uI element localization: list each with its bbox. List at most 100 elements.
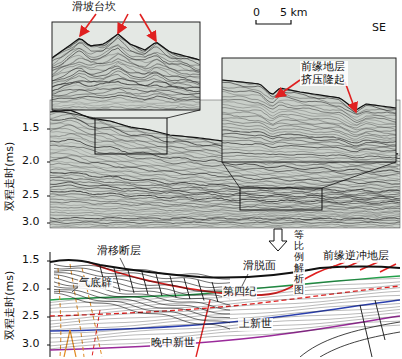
drawing-part	[140, 14, 156, 41]
drawing-part	[322, 162, 396, 188]
seismic-reflector	[50, 226, 400, 228]
slide-horizon	[54, 275, 230, 299]
stratal-horizon	[50, 317, 400, 342]
drawing-part	[222, 58, 396, 162]
seismic-reflector	[50, 217, 400, 219]
detachment-label: 滑脱面	[242, 260, 277, 273]
slide-fault	[156, 274, 162, 296]
scale-number: 0	[253, 7, 260, 20]
strata-label: 晚中新世	[150, 337, 196, 350]
direction-label: SE	[372, 22, 386, 35]
seismic-reflector	[50, 224, 400, 226]
seismic-reflector	[50, 212, 400, 217]
drawing-part	[47, 129, 50, 130]
slide-scarp-label: 滑坡台坎	[72, 1, 116, 14]
seismic-reflector	[222, 87, 396, 114]
drawing-part	[47, 223, 50, 224]
drawing-part	[345, 82, 356, 112]
slide-fault	[142, 272, 148, 295]
seismic-reflector	[50, 220, 400, 222]
seismic-reflector	[222, 149, 396, 156]
drawing-part	[269, 229, 287, 251]
slide-fault	[128, 270, 134, 293]
axis-number: 3.0	[22, 338, 40, 351]
seabed-reflector	[52, 34, 199, 60]
stratal-horizon	[50, 309, 400, 333]
seismic-reflector	[222, 127, 396, 141]
strata-label: 第四纪	[222, 286, 257, 299]
seismic-reflector	[50, 177, 400, 195]
drawing-part	[276, 80, 300, 97]
drawing-part	[52, 110, 95, 118]
drawing-part	[320, 332, 400, 357]
drawing-part	[47, 129, 50, 357]
drawing-part	[240, 188, 322, 210]
uplift-label: 前缘地层挤压隆起	[300, 61, 348, 86]
seismic-reflector	[50, 222, 400, 224]
seismic-reflector	[52, 71, 200, 86]
drawing-part	[50, 252, 51, 357]
drawing-part	[47, 162, 50, 163]
stratal-horizon	[50, 295, 400, 320]
drawing-part	[52, 22, 200, 110]
drawing-part	[50, 260, 400, 357]
drawing-part	[58, 268, 61, 357]
drawing-part	[80, 14, 96, 36]
stratal-horizon	[50, 307, 400, 331]
slide-fault	[198, 280, 204, 301]
axis-number: 2.5	[22, 310, 40, 323]
seismic-reflector	[222, 136, 396, 147]
seismic-reflector	[50, 185, 400, 200]
drawing-part	[118, 14, 128, 33]
strata-label: 上新世	[238, 318, 273, 331]
seismic-reflector	[52, 101, 200, 105]
seismic-reflector	[222, 120, 396, 136]
slide-fault	[184, 278, 190, 299]
drawing-part	[256, 20, 291, 24]
seismic-reflector	[222, 155, 396, 160]
stratal-horizon	[50, 321, 400, 346]
axis-number: 3.0	[22, 216, 40, 229]
drawing-part	[52, 22, 200, 110]
seismic-reflector	[222, 130, 396, 143]
slide-fault	[170, 276, 176, 298]
seismic-reflector	[222, 104, 396, 125]
seismic-reflector	[222, 112, 396, 130]
drawing-part	[222, 58, 396, 162]
gas-chimney-label: 气底辟	[78, 277, 113, 290]
axis-title: 双程走时(ms)	[4, 141, 17, 210]
drawing-part	[95, 118, 167, 154]
axis-number: 1.5	[22, 254, 40, 267]
seismic-reflector	[52, 93, 200, 99]
drawing-part	[167, 110, 200, 118]
slide-fault	[212, 282, 218, 302]
axis-number: 2.0	[22, 155, 40, 168]
seismic-reflector	[52, 107, 200, 109]
seismic-reflector	[52, 103, 200, 107]
stratal-horizon	[50, 313, 400, 338]
slide-horizon	[54, 289, 230, 317]
drawing-part	[222, 162, 240, 188]
thrust-label: 前缘逆冲地层	[322, 250, 390, 263]
scale-number: 5 km	[280, 7, 308, 20]
seismic-reflector	[222, 143, 396, 152]
slide-fault	[114, 268, 120, 292]
slide-horizon	[54, 273, 230, 293]
drawing-part	[47, 196, 50, 197]
axis-number: 1.5	[22, 122, 40, 135]
drawing-part	[120, 258, 126, 270]
fault-label: 滑移断层	[96, 245, 142, 258]
stratal-horizon	[50, 325, 400, 349]
axis-number: 2.0	[22, 282, 40, 295]
seismic-reflector	[52, 48, 200, 71]
seismic-reflector	[222, 102, 396, 125]
axis-number: 2.5	[22, 189, 40, 202]
drawing-part	[50, 276, 400, 300]
seismic-reflector	[50, 215, 400, 218]
drawing-part	[375, 300, 385, 340]
axis-title: 双程走时(ms)	[4, 270, 17, 339]
seismic-reflector	[50, 194, 400, 205]
seismic-reflector	[222, 159, 396, 162]
